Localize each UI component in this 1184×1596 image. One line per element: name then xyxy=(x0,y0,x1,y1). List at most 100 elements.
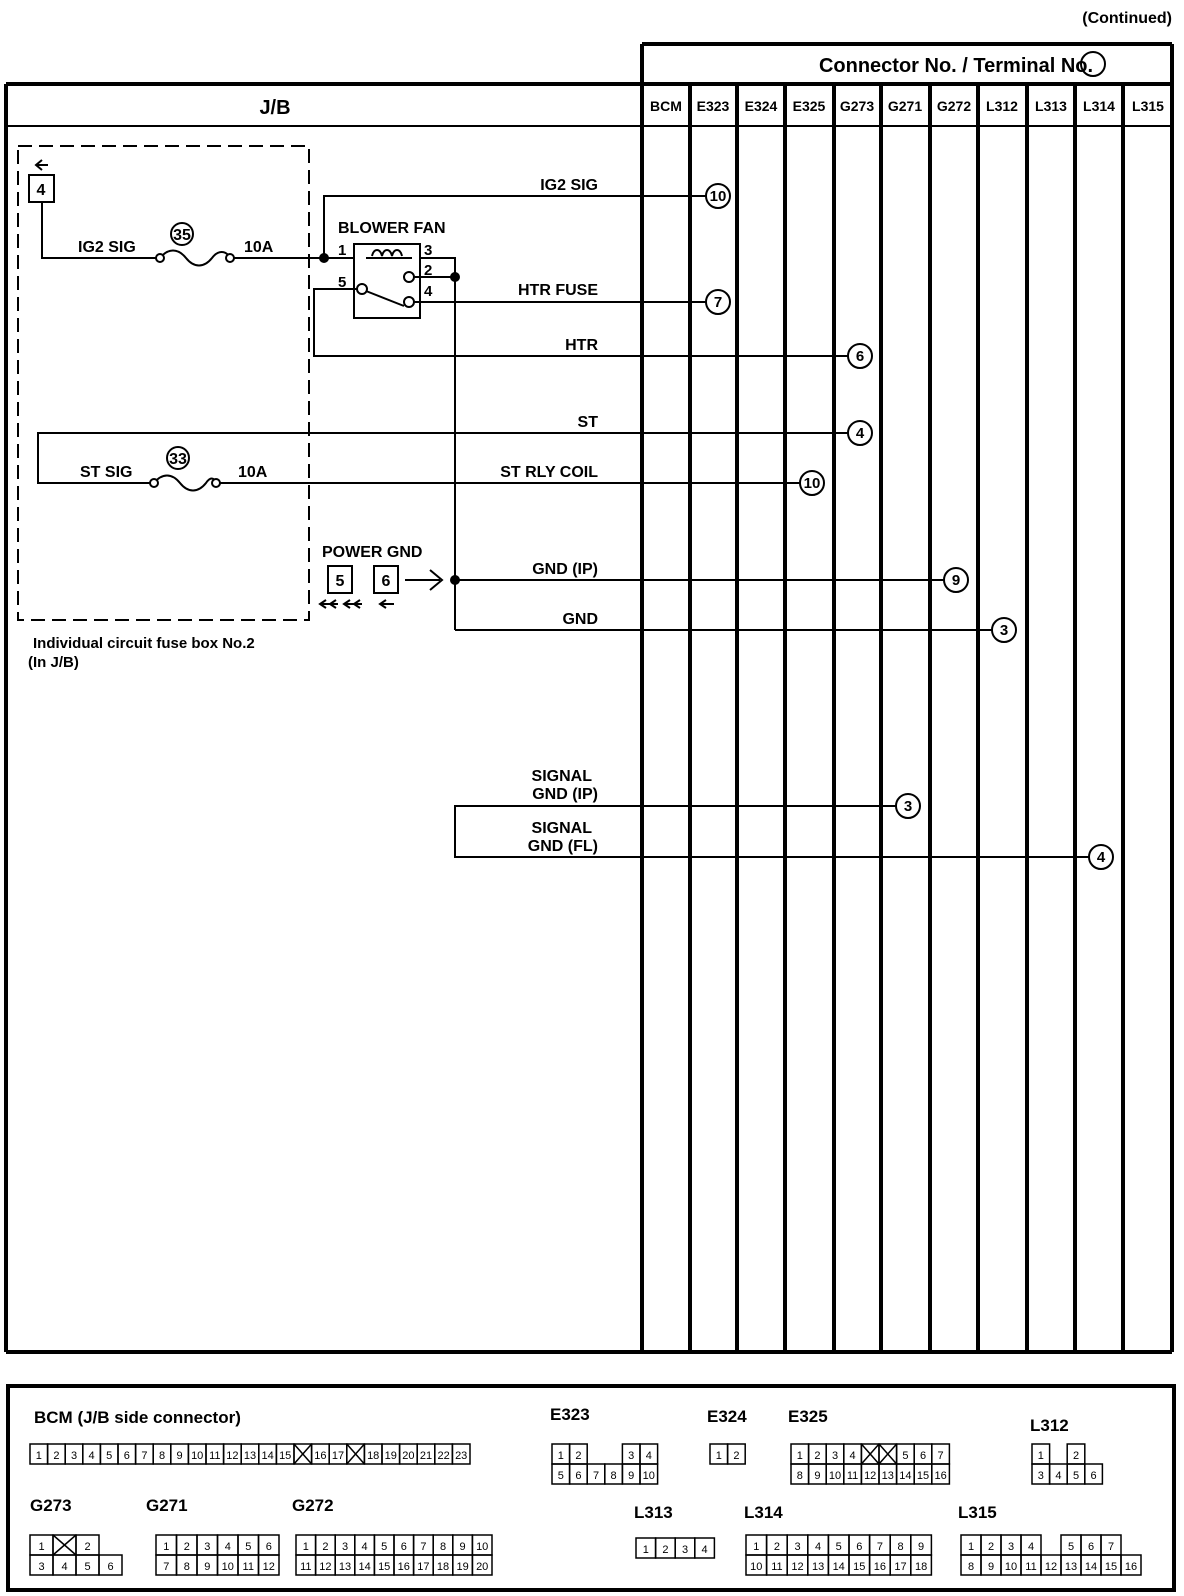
col-l314: L314 xyxy=(1083,98,1115,114)
pin-number: 5 xyxy=(106,1450,112,1462)
pin-number: 1 xyxy=(643,1544,649,1556)
pin-number: 2 xyxy=(662,1544,668,1556)
wire-label-st: ST xyxy=(578,414,599,431)
pin-number: 12 xyxy=(226,1450,238,1462)
pin-number: 1 xyxy=(716,1450,722,1462)
pin-number: 8 xyxy=(797,1470,803,1482)
pin-number: 13 xyxy=(1065,1561,1077,1573)
pin-number: 20 xyxy=(402,1450,414,1462)
pin-number: 22 xyxy=(437,1450,449,1462)
relay-pin-2: 2 xyxy=(424,262,432,279)
relay-pin-1: 1 xyxy=(338,242,346,259)
pin-number: 4 xyxy=(61,1561,67,1573)
terminal-g273-6: 6 xyxy=(856,348,864,365)
pin-number: 5 xyxy=(902,1450,908,1462)
pin-number: 11 xyxy=(771,1561,782,1573)
pin-number: 14 xyxy=(1085,1561,1097,1573)
pin-number: 18 xyxy=(367,1450,379,1462)
pin-number: 1 xyxy=(797,1450,803,1462)
pin-number: 5 xyxy=(245,1541,251,1553)
pin-cell xyxy=(1120,1554,1142,1576)
continued-label: (Continued) xyxy=(1082,10,1172,27)
pin-number: 7 xyxy=(141,1450,147,1462)
pin-number: 16 xyxy=(1125,1561,1137,1573)
fuse-35-circuit xyxy=(41,202,324,267)
pin-number: 10 xyxy=(829,1470,841,1482)
pin-number: 16 xyxy=(314,1450,326,1462)
pin-number: 6 xyxy=(266,1541,272,1553)
connector-title-e324: E324 xyxy=(707,1407,747,1426)
pin-number: 11 xyxy=(209,1450,220,1462)
pin-number: 12 xyxy=(319,1561,331,1573)
connector-title-l313: L313 xyxy=(634,1503,673,1522)
pin-number: 18 xyxy=(915,1561,927,1573)
pin-number: 20 xyxy=(476,1561,488,1573)
ig2-sig-label: IG2 SIG xyxy=(78,239,136,256)
pin-number: 7 xyxy=(593,1470,599,1482)
pin-number: 7 xyxy=(163,1561,169,1573)
wire-label-htr-fuse: HTR FUSE xyxy=(518,282,598,299)
pin-number: 10 xyxy=(643,1470,655,1482)
pin-number: 6 xyxy=(575,1470,581,1482)
pin-number: 17 xyxy=(332,1450,344,1462)
connector-title-e325: E325 xyxy=(788,1407,828,1426)
pin-number: 3 xyxy=(342,1541,348,1553)
pin-number: 16 xyxy=(934,1470,946,1482)
fuse-box-outline xyxy=(17,145,310,621)
pin-number: 14 xyxy=(899,1470,911,1482)
pin-number: 10 xyxy=(222,1561,234,1573)
pin-number: 9 xyxy=(988,1561,994,1573)
pin-number: 17 xyxy=(894,1561,906,1573)
blank-pin-mark xyxy=(293,1443,313,1465)
pin-number: 4 xyxy=(1055,1470,1061,1482)
terminal-e323-10: 10 xyxy=(710,188,727,205)
pin-number: 1 xyxy=(558,1450,564,1462)
pin-number: 3 xyxy=(682,1544,688,1556)
pin-number: 2 xyxy=(184,1541,190,1553)
pin-number: 8 xyxy=(440,1541,446,1553)
terminal-g272-9: 9 xyxy=(952,572,960,589)
pin-number: 15 xyxy=(1105,1561,1117,1573)
pin-number: 6 xyxy=(401,1541,407,1553)
pin-number: 15 xyxy=(378,1561,390,1573)
blank-pin-mark xyxy=(878,1443,898,1465)
frame xyxy=(4,42,1174,1354)
column-lines xyxy=(688,84,1125,1352)
pin-number: 9 xyxy=(628,1470,634,1482)
wire-label-st-rly-coil: ST RLY COIL xyxy=(500,464,598,481)
power-gnd-box-5: 5 xyxy=(336,573,345,590)
connector-title-bcm: BCM (J/B side connector) xyxy=(34,1408,241,1427)
col-g271: G271 xyxy=(888,98,922,114)
pin-number: 4 xyxy=(225,1541,231,1553)
st-sig-label: ST SIG xyxy=(80,464,132,481)
pin-number: 9 xyxy=(177,1450,183,1462)
connector-title-e323: E323 xyxy=(550,1405,590,1424)
pin-number: 7 xyxy=(420,1541,426,1553)
multi-arrow-icon xyxy=(318,599,394,609)
pin-number: 5 xyxy=(1068,1541,1074,1553)
pin-cell xyxy=(1084,1463,1104,1485)
pin-number: 12 xyxy=(864,1470,876,1482)
wire-label-gnd-fl: GND (FL) xyxy=(528,838,598,855)
left-arrow-icon xyxy=(34,159,48,171)
pin-number: 17 xyxy=(417,1561,429,1573)
fuse-33-number: 33 xyxy=(169,451,187,468)
relay-pin-4: 4 xyxy=(424,283,433,300)
terminal-markers: 10 7 6 4 10 9 3 3 4 xyxy=(705,183,1114,870)
col-g273: G273 xyxy=(840,98,874,114)
pin-number: 1 xyxy=(303,1541,309,1553)
pin-number: 6 xyxy=(124,1450,130,1462)
pin-number: 7 xyxy=(877,1541,883,1553)
wire-label-gnd: GND xyxy=(562,611,598,628)
pin-number: 8 xyxy=(184,1561,190,1573)
pin-number: 1 xyxy=(968,1541,974,1553)
pin-number: 6 xyxy=(856,1541,862,1553)
pin-number: 5 xyxy=(558,1470,564,1482)
connector-title-g272: G272 xyxy=(292,1496,334,1515)
col-e325: E325 xyxy=(793,98,826,114)
pin-number: 9 xyxy=(814,1470,820,1482)
